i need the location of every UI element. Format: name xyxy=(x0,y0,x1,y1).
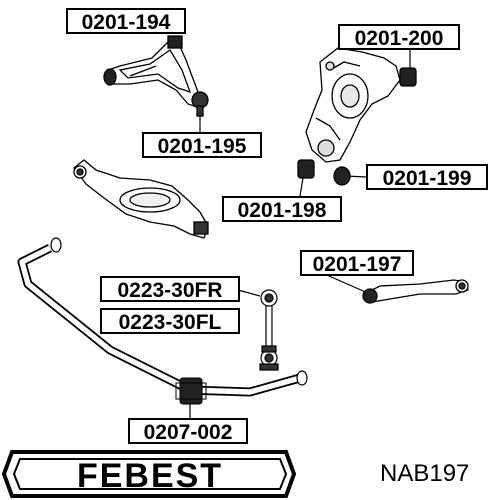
label-0201-194: 0201-194 xyxy=(66,8,186,34)
bushing-0201-199 xyxy=(333,166,351,186)
bushing-0201-194-rear xyxy=(103,68,117,86)
febest-logo: FEBEST xyxy=(1,450,297,498)
label-0201-198: 0201-198 xyxy=(222,196,342,222)
label-0223-30FL: 0223-30FL xyxy=(100,308,240,334)
lateral-link xyxy=(362,279,469,304)
lower-control-arm xyxy=(73,159,209,239)
stabilizer-link xyxy=(259,289,279,371)
label-0201-200: 0201-200 xyxy=(338,24,460,50)
label-0201-199: 0201-199 xyxy=(366,164,488,190)
stabilizer-bar xyxy=(17,237,308,397)
knuckle xyxy=(297,47,417,186)
stabilizer-bushing-0207-002 xyxy=(179,377,203,405)
label-0223-30FR: 0223-30FR xyxy=(100,276,240,302)
upper-control-arm xyxy=(103,35,209,117)
logo-text: FEBEST xyxy=(77,457,223,495)
bushing-0201-198 xyxy=(297,159,315,179)
bushing-0201-197 xyxy=(362,288,378,304)
bushing-0201-194 xyxy=(167,35,183,49)
label-0201-197: 0201-197 xyxy=(300,250,414,276)
label-0201-195: 0201-195 xyxy=(142,132,262,158)
label-0207-002: 0207-002 xyxy=(128,418,248,444)
part-code: NAB197 xyxy=(380,460,470,487)
bushing-0201-200 xyxy=(399,67,417,87)
